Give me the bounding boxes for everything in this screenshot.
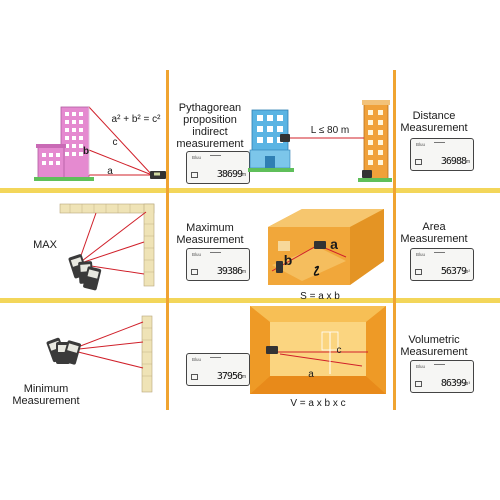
mode-icon [415, 269, 422, 275]
reading-pythagorean: 38699 [216, 169, 243, 180]
grid-line-left [166, 70, 169, 410]
caption-minimum: Minimum Measurement [12, 383, 80, 407]
mode-icon [415, 381, 422, 387]
grid-line-top [0, 188, 500, 193]
label-side-c: c [112, 137, 118, 148]
mode-icon [191, 269, 198, 275]
mode-icon [191, 172, 198, 178]
formula-area: S = a x b [300, 291, 340, 302]
grid-line-bottom [0, 298, 500, 303]
reading-volumetric: 86399 [440, 378, 467, 389]
label-distance-limit: L ≤ 80 m [300, 125, 360, 137]
label-side-b: b [82, 146, 90, 157]
distance-scene [248, 100, 392, 182]
mode-icon [191, 374, 198, 380]
label-volume-c: c [336, 345, 342, 356]
label-area-b: b [283, 252, 293, 268]
title-volumetric: Volumetric Measurement [400, 334, 468, 358]
reading-area: 56379 [440, 266, 467, 277]
grid-line-right [393, 70, 396, 410]
reading-maximum: 39386 [216, 266, 243, 277]
label-side-a: a [107, 166, 113, 177]
title-area: Area Measurement [400, 221, 468, 245]
caption-max: MAX [33, 239, 57, 251]
area-scene [268, 209, 384, 285]
label-area-a: a [330, 236, 338, 252]
max-scene [59, 203, 155, 291]
title-pythagorean: Pythagorean proposition indirect measure… [176, 102, 244, 150]
pythagoras-scene [34, 106, 166, 181]
reading-distance: 36988 [440, 156, 467, 167]
label-volume-a: a [308, 369, 314, 380]
volume-scene [250, 306, 386, 394]
formula-pythagoras: a² + b² = c² [111, 114, 161, 125]
title-maximum: Maximum Measurement [176, 222, 244, 246]
title-distance: Distance Measurement [400, 110, 468, 134]
reading-minimum: 37956 [216, 371, 243, 382]
minimum-scene [46, 315, 153, 393]
mode-icon [415, 159, 422, 165]
formula-volume: V = a x b x c [290, 398, 346, 409]
